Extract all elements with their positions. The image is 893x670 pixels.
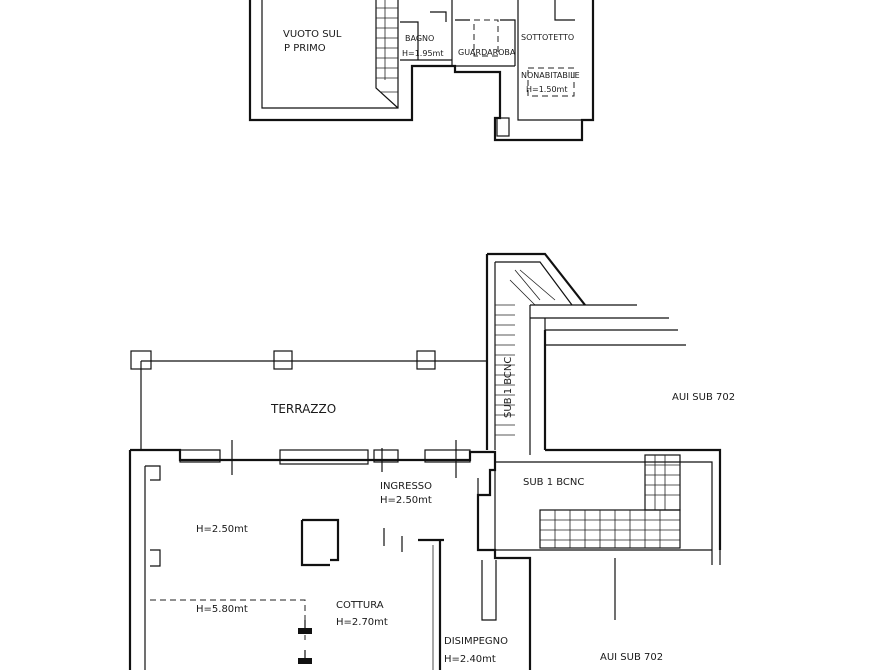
guardaroba-fixture — [473, 19, 499, 57]
adjacent-building-wall — [529, 304, 686, 455]
bagno-height: H=1.95mt — [402, 49, 443, 58]
living-height: H=2.50mt — [196, 524, 248, 535]
living-pillar — [383, 528, 403, 552]
terrace-post-2 — [273, 350, 293, 370]
guardaroba-wall — [455, 19, 516, 67]
disimpegno-height: H=2.40mt — [444, 654, 496, 665]
sottotetto-fixture — [527, 67, 575, 97]
aui-bottom-label: AUI SUB 702 — [600, 652, 663, 663]
sottotetto-height: H=1.50mt — [526, 85, 567, 94]
facade-window-1 — [179, 449, 221, 463]
aui-top-label: AUI SUB 702 — [672, 392, 735, 403]
sub1-stair — [485, 252, 586, 450]
bagno-wall — [400, 0, 453, 66]
double-height-label: H=5.80mt — [196, 604, 248, 615]
cottura-label: COTTURA — [336, 600, 384, 611]
bagno-door — [430, 11, 447, 22]
guardaroba-label: GUARDAROBA — [458, 48, 516, 57]
facade-window-2 — [279, 449, 369, 465]
adjacent-inner-wall — [543, 330, 722, 550]
vuoto-label-1: VUOTO SUL — [283, 29, 342, 40]
upper-stair — [375, 0, 399, 109]
ground-floor-plan — [128, 252, 722, 670]
terrace-post-1 — [130, 350, 152, 370]
terrace-railing — [140, 360, 487, 450]
upper-floor-plan — [248, 0, 595, 142]
terrace-post-3 — [416, 350, 436, 370]
column-markers — [298, 620, 312, 664]
facade-window-3 — [373, 449, 399, 463]
disimpegno-label: DISIMPEGNO — [444, 636, 508, 647]
sub1-box-wall — [494, 461, 713, 551]
kitchen-counter — [300, 518, 340, 567]
disimpegno-wall — [418, 538, 444, 670]
chimney-small — [496, 117, 510, 137]
non-abitabile-label: NONABITABILE — [521, 71, 580, 80]
main-house-wall — [128, 448, 532, 670]
cottura-height: H=2.70mt — [336, 617, 388, 628]
terrazzo-label: TERRAZZO — [270, 402, 336, 416]
sub1-box-label: SUB 1 BCNC — [523, 477, 584, 488]
sottotetto-wall — [517, 0, 582, 121]
facade-window-4 — [424, 449, 471, 463]
sottotetto-label: SOTTOTETTO — [521, 33, 574, 42]
sub1-vertical-label: SUB 1 BCNC — [503, 357, 514, 418]
sub1-box-stub — [614, 550, 721, 620]
upper-outer-wall — [248, 0, 595, 142]
ingresso-height: H=2.50mt — [380, 495, 432, 506]
vuoto-room-wall — [261, 0, 399, 109]
main-house-inner-wall — [144, 465, 161, 670]
ingresso-label: INGRESSO — [380, 481, 432, 492]
facade-markers — [231, 440, 479, 495]
stair-lower — [481, 560, 497, 621]
sub1-box-stair — [539, 454, 681, 549]
bagno-label: BAGNO — [405, 34, 434, 43]
vuoto-label-2: P PRIMO — [284, 43, 326, 54]
